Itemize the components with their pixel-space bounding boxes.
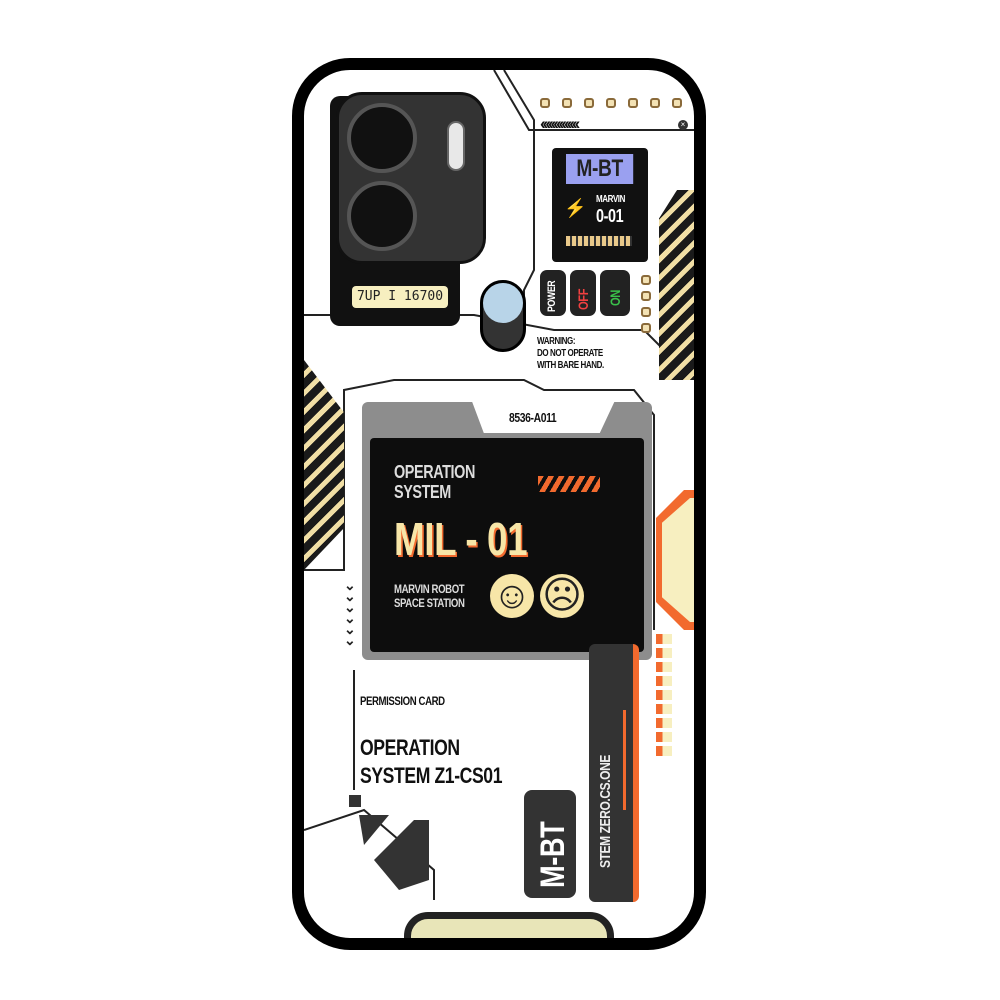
chevrons-down: ⌄⌄⌄⌄⌄⌄ — [344, 577, 356, 648]
camera-lens-icon — [347, 181, 417, 251]
warning-line: WARNING: — [537, 336, 576, 347]
flash-icon — [447, 121, 465, 171]
screen-title: OPERATION SYSTEM — [394, 462, 475, 502]
on-button[interactable]: ON — [600, 270, 630, 316]
camera-module — [336, 92, 486, 264]
power-switches: POWER OFF ON — [540, 270, 630, 316]
chevrons-left: ‹‹‹‹‹‹‹‹‹‹‹‹‹‹ — [540, 114, 580, 133]
power-label: POWER — [546, 280, 558, 312]
screen-bezel: OPERATION SYSTEM MIL - 01 MARVIN ROBOT S… — [362, 402, 652, 660]
card-title-line: OPERATION — [360, 735, 460, 760]
lightning-shield-icon: ⚡ — [564, 198, 587, 218]
model-name: MIL - 01 — [394, 513, 528, 565]
off-label: OFF — [575, 288, 591, 310]
chip-code: 0-01 — [596, 206, 624, 226]
cartridge: STEM ZERO.CS.ONE — [589, 644, 639, 902]
side-dots — [641, 275, 651, 333]
screw-icon: × — [678, 120, 688, 130]
power-label-plate: POWER — [540, 270, 566, 316]
screen-title-line: SYSTEM — [394, 482, 451, 502]
warning-line: WITH BARE HAND. — [537, 360, 604, 371]
chip-pins — [566, 236, 632, 246]
screen: OPERATION SYSTEM MIL - 01 MARVIN ROBOT S… — [370, 438, 644, 652]
orange-hazard-bar — [538, 476, 600, 492]
cartridge-label: STEM ZERO.CS.ONE — [597, 755, 614, 868]
happy-face-icon: ☺ — [490, 574, 534, 618]
hazard-stripes-right — [659, 190, 694, 380]
serial-number: 8536-A011 — [509, 410, 557, 425]
toggle-cap — [483, 283, 523, 323]
screen-subtitle: MARVIN ROBOT SPACE STATION — [394, 582, 465, 610]
on-label: ON — [607, 290, 623, 306]
chip-name: MARVIN — [596, 194, 626, 205]
warning-line: DO NOT OPERATE — [537, 348, 603, 359]
screen-title-line: OPERATION — [394, 462, 475, 482]
phone-case: ‹‹‹‹‹‹‹‹‹‹‹‹‹‹ × 7UP I 16700 M-BT ⚡ MARV… — [292, 58, 706, 950]
toggle-knob[interactable] — [480, 280, 526, 352]
orange-line — [623, 710, 626, 810]
permission-label: PERMISSION CARD — [360, 694, 445, 708]
card-title-line: SYSTEM Z1-CS01 — [360, 763, 503, 788]
camera-lcd: 7UP I 16700 — [352, 286, 448, 308]
subtitle-line: MARVIN ROBOT — [394, 582, 465, 596]
chip-label: M-BT — [566, 154, 634, 184]
card-title: OPERATION SYSTEM Z1-CS01 — [360, 734, 502, 790]
led-column — [656, 634, 672, 756]
badge-label: M-BT — [534, 821, 572, 888]
orange-hexagon — [656, 490, 694, 630]
chip-card: M-BT ⚡ MARVIN 0-01 — [552, 148, 648, 262]
warning-text: WARNING: DO NOT OPERATE WITH BARE HAND. — [537, 336, 604, 372]
indicator-dots — [540, 98, 682, 108]
bottom-port — [404, 912, 614, 938]
badge-plate: M-BT — [524, 790, 576, 898]
camera-lens-icon — [347, 103, 417, 173]
sad-face-icon: ☹ — [540, 574, 584, 618]
hexagon-inner — [662, 498, 694, 622]
off-button[interactable]: OFF — [570, 270, 596, 316]
subtitle-line: SPACE STATION — [394, 596, 465, 610]
